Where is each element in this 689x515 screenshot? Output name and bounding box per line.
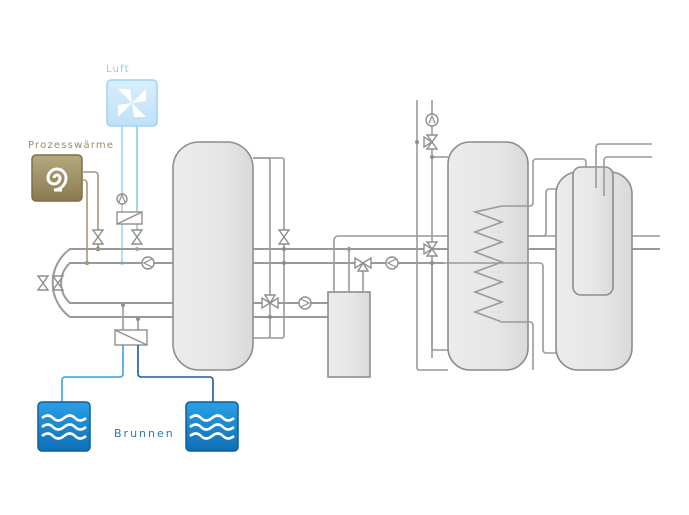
well-right[interactable] xyxy=(185,401,239,452)
dhw-mixing-valve[interactable] xyxy=(423,134,439,150)
air-label: Luft xyxy=(106,64,130,75)
loop-valve-outer[interactable] xyxy=(36,275,50,291)
well-left[interactable] xyxy=(37,401,91,452)
well-lines xyxy=(61,345,214,402)
process-heat-lines xyxy=(82,171,99,263)
main-loop-pipes xyxy=(51,248,330,318)
storage-mixing-valve[interactable] xyxy=(423,241,439,257)
tank-left-connections xyxy=(253,157,286,339)
process-heat-label: Prozesswärme xyxy=(28,140,114,151)
air-pump-icon[interactable] xyxy=(116,193,128,205)
dhw-pump-icon[interactable] xyxy=(425,113,439,127)
well-heat-exchanger xyxy=(114,303,148,346)
air-source-unit[interactable] xyxy=(106,79,158,127)
mixing-valve-boiler[interactable] xyxy=(354,256,372,272)
dhw-inner-tank xyxy=(572,143,652,296)
circuit-pump-icon[interactable] xyxy=(385,256,399,270)
air-heat-exchanger xyxy=(116,211,143,225)
water-waves-icon xyxy=(41,414,87,440)
boiler-pump-icon[interactable] xyxy=(298,296,312,310)
loop-pump-icon[interactable] xyxy=(141,256,155,270)
tank-left-valve[interactable] xyxy=(277,229,291,245)
boiler-unit[interactable] xyxy=(327,291,371,378)
fan-icon xyxy=(118,89,146,117)
wells-label: Brunnen xyxy=(114,427,175,440)
heating-coil xyxy=(472,158,587,370)
spiral-icon xyxy=(46,167,68,192)
process-heat-valve[interactable] xyxy=(91,229,105,245)
process-heat-unit[interactable] xyxy=(31,154,83,202)
air-valve[interactable] xyxy=(130,229,144,245)
water-waves-icon xyxy=(189,414,235,440)
buffer-tank-left[interactable] xyxy=(172,141,254,371)
loop-valve-inner[interactable] xyxy=(51,275,65,291)
mixing-valve-left[interactable] xyxy=(261,294,279,310)
storage-to-dhw-lines xyxy=(444,188,558,354)
